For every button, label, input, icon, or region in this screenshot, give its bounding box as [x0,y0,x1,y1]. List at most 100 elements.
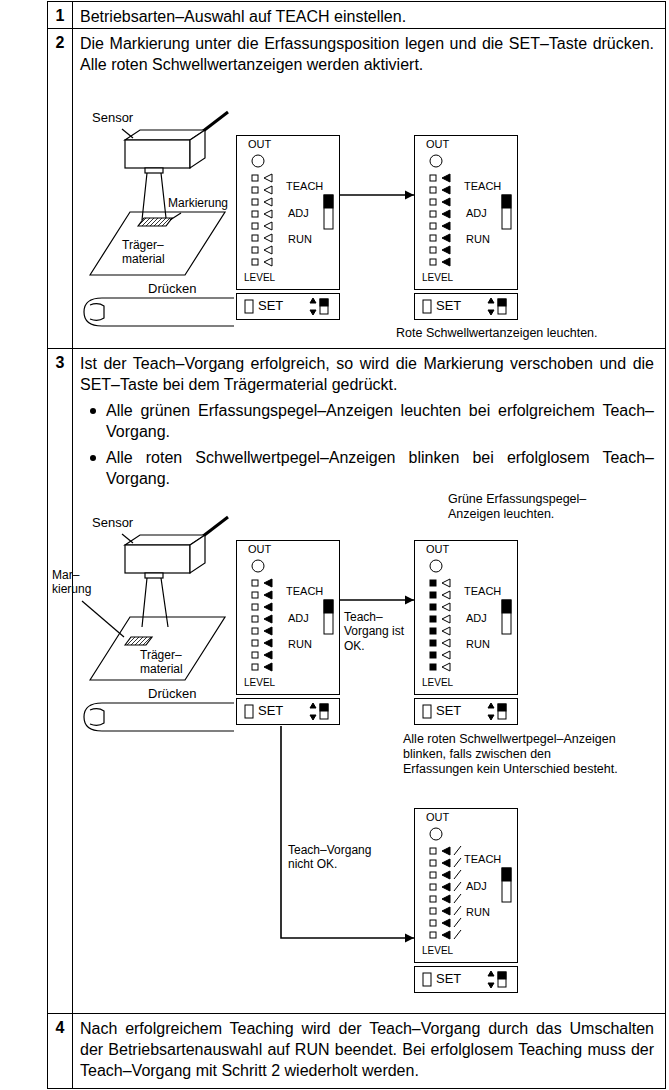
step-number-cell: 2 [48,29,73,348]
step-number-cell: 4 [48,1014,73,1088]
up-arrow [488,298,494,303]
set-key [245,705,253,718]
display-lines [415,541,518,725]
out-indicator [252,155,264,167]
leader-line [82,601,124,637]
level-indicator [430,920,436,926]
level-indicator [430,628,436,634]
step-row: 1 Betriebsarten–Auswahl auf TEACH einstel… [47,1,666,29]
step-text-block: Ist der Teach–Vorgang erfolgreich, so wi… [80,353,654,489]
threshold-indicator [442,871,450,879]
light-beam [142,173,166,220]
blink-mark [454,906,461,915]
connector-line [340,599,414,601]
panel-label: OUT [248,139,271,150]
threshold-indicator [264,186,272,194]
level-indicator [430,187,436,193]
threshold-indicator [264,258,272,266]
level-indicator [430,580,436,586]
panel-label: TEACH [286,181,323,192]
display-lines [415,136,518,320]
blink-mark [454,882,461,891]
display-housing [415,809,518,963]
blink-mark [454,918,461,927]
annotation-label: Rote Schwellwertanzeigen leuchten. [396,326,636,341]
display-housing [415,136,518,290]
threshold-indicator [264,603,272,611]
switch-icon-knob [498,704,506,711]
finger [84,703,234,731]
sensor-side [190,535,205,573]
carrier-material [90,212,225,275]
switch-icon-knob [320,299,328,306]
step-number: 2 [48,33,72,53]
panel-label: ADJ [288,613,309,624]
step-number: 4 [48,1018,72,1038]
sensor-panel: OUTLEVELTEACHADJRUNSET [236,135,340,321]
level-indicator [430,235,436,241]
level-indicator [252,175,258,181]
sensor-front [125,545,190,573]
threshold-indicator [264,198,272,206]
threshold-indicator [442,186,450,194]
mode-switch-slider [324,195,333,208]
display-housing [237,541,340,695]
level-indicator [252,616,258,622]
mode-switch-slider [502,195,511,208]
set-key [423,300,431,313]
step-number-cell: 3 [48,349,73,1013]
panel-label: RUN [466,907,490,918]
annotation-label: Sensor [92,515,152,531]
panel-label: OUT [426,544,449,555]
annotation-label: Grüne Erfassungspegel–Anzeigen leuchten. [448,492,623,522]
threshold-indicator [442,651,450,659]
level-indicator [430,175,436,181]
threshold-indicator [264,627,272,635]
step-number: 3 [48,353,72,373]
bullet-text: Alle roten Schwellwertpegel–Anzeigen bli… [106,449,654,487]
display-housing [237,136,340,290]
panel-label: LEVEL [422,678,453,688]
level-indicator [430,908,436,914]
level-indicator [430,616,436,622]
mark [125,637,152,645]
sensor-lens [145,573,163,578]
sensor-display [414,540,518,726]
level-indicator [430,872,436,878]
step-text: Betriebsarten–Auswahl auf TEACH einstell… [80,6,654,27]
up-arrow [310,298,316,303]
panel-label: RUN [288,234,312,245]
out-indicator [252,560,264,572]
level-indicator [430,860,436,866]
sensor-panel: OUTLEVELTEACHADJRUNSET [414,540,518,726]
connector-line [281,726,414,938]
set-key [423,973,431,986]
panel-label: SET [436,299,461,312]
panel-label: SET [258,704,283,717]
fingernail [90,709,104,726]
panel-label: LEVEL [244,273,275,283]
light-beam [142,578,168,627]
blink-mark [454,846,461,855]
step-text-block: Betriebsarten–Auswahl auf TEACH einstell… [80,6,654,27]
threshold-indicator [442,591,450,599]
threshold-indicator [442,859,450,867]
step2-illustration [84,112,234,326]
sensor-display [236,135,340,321]
level-indicator [252,259,258,265]
level-indicator [430,884,436,890]
mode-switch-slider [324,600,333,613]
step3-illustration [82,517,234,731]
threshold-indicator [264,591,272,599]
set-key-housing [237,294,340,320]
step-row: 4Nach erfolgreichem Teaching wird der Te… [47,1013,666,1089]
step-text-block: Die Markierung unter die Erfassungsposit… [80,33,654,75]
sensor-front [125,140,190,168]
threshold-indicator [442,246,450,254]
level-indicator [430,247,436,253]
threshold-indicator [442,615,450,623]
level-indicator [430,259,436,265]
step-number-cell: 1 [48,2,73,28]
set-key-housing [415,294,518,320]
set-key-housing [237,699,340,725]
